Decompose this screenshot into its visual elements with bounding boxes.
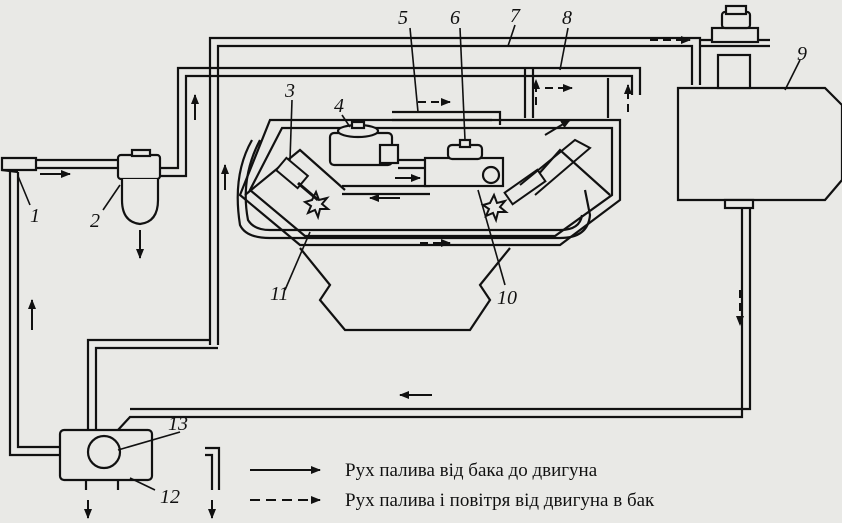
solid-flow-arrows: [28, 94, 571, 519]
injector-left: [274, 156, 331, 221]
booster-pump: [58, 428, 154, 490]
engine-block: [238, 118, 622, 332]
label-2: 2: [90, 210, 100, 232]
label-1: 1: [30, 205, 40, 227]
leader-lines: [17, 24, 801, 491]
label-5: 5: [398, 7, 408, 29]
sediment-filter: [116, 148, 162, 226]
label-7: 7: [510, 5, 521, 27]
label-13: 13: [168, 413, 188, 435]
label-6: 6: [450, 7, 460, 29]
coarse-filter: [0, 156, 38, 174]
label-8: 8: [562, 7, 572, 29]
legend-solid-text: Рух палива від бака до двигуна: [345, 460, 598, 481]
injection-pump: [423, 138, 505, 188]
label-10: 10: [497, 287, 517, 309]
injector-right: [480, 138, 592, 224]
label-3: 3: [284, 80, 295, 102]
fuel-pipes: [8, 36, 752, 490]
legend-dashed-text: Рух палива і повітря від двигуна в бак: [345, 490, 655, 511]
legend: Рух палива від бака до двигуна Рух палив…: [250, 460, 655, 511]
dashed-flow-arrows: [418, 36, 744, 326]
label-9: 9: [797, 43, 807, 65]
fuel-tank: [676, 4, 842, 210]
label-4: 4: [334, 95, 344, 117]
label-12: 12: [160, 486, 180, 508]
fine-filter: [328, 120, 400, 167]
label-11: 11: [270, 283, 289, 305]
